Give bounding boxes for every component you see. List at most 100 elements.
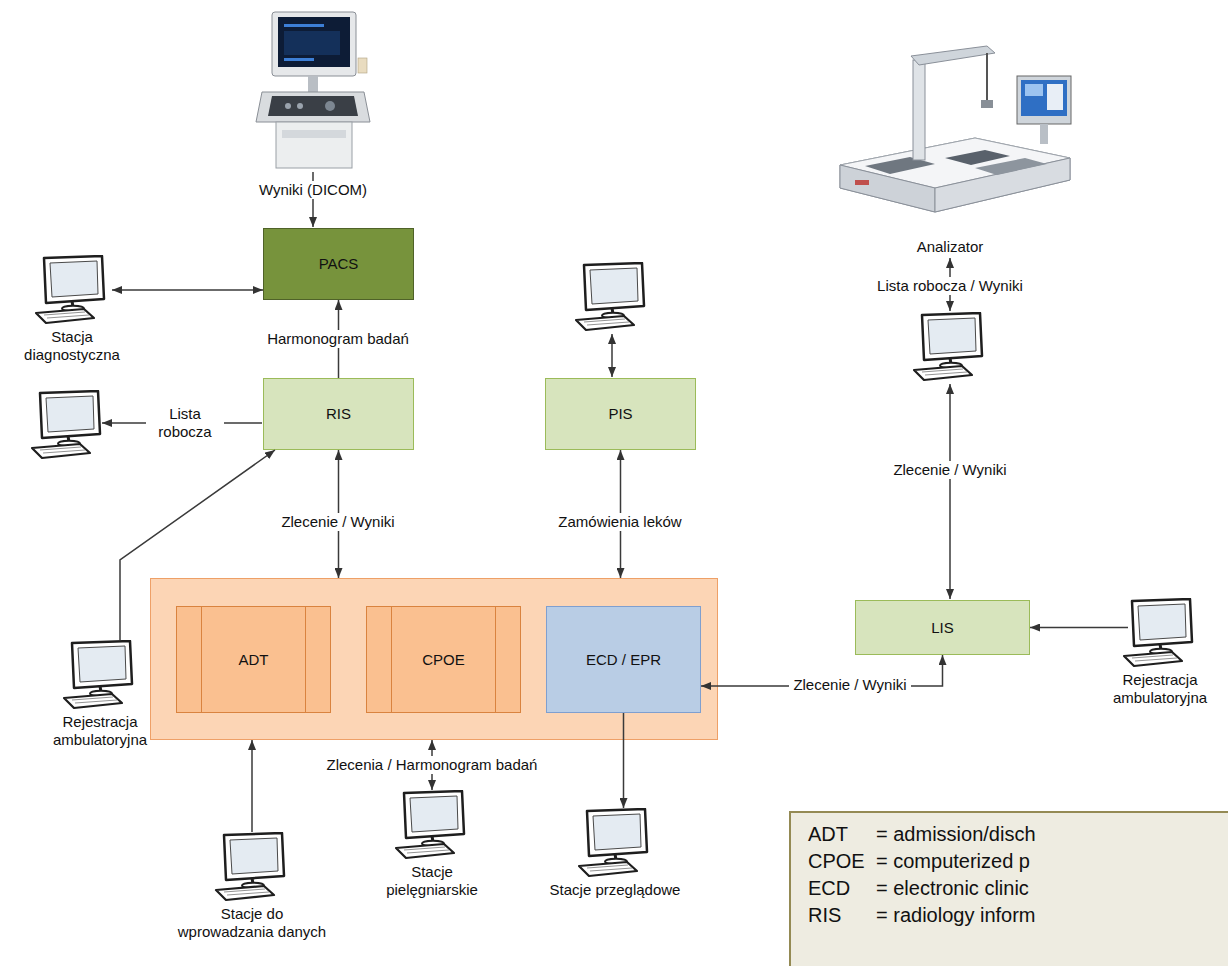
flow-label: Wyniki (DICOM) [255, 181, 371, 199]
box-label: LIS [931, 619, 954, 637]
station-caption: Rejestracja ambulatoryjna [1100, 671, 1220, 707]
station-caption: Analizator [825, 238, 1075, 256]
legend-desc: = radiology inform [876, 903, 1036, 927]
component-bar [391, 607, 392, 712]
station-caption: Stacja diagnostyczna [12, 328, 132, 364]
box-label: CPOE [422, 651, 465, 669]
workstation: Stacje przeglądowe [530, 808, 700, 899]
station-caption: Stacje przeglądowe [530, 881, 700, 899]
box-label: PIS [608, 405, 632, 423]
label-holder: = admission/disch [876, 822, 1036, 846]
computer-icon [32, 255, 112, 325]
label-holder: Zlecenie / Wyniki [789, 676, 910, 694]
computer-icon [576, 263, 644, 330]
workstation: Stacje do wprowadzania danych [172, 832, 332, 941]
label-holder: Zlecenie / Wyniki [889, 461, 1010, 479]
icon-art [396, 791, 464, 858]
icon-art [840, 46, 1071, 212]
flow-arrow [120, 450, 275, 640]
system-box: PACS [263, 228, 414, 300]
edge-label: Zamówienia leków [554, 513, 685, 531]
computer-icon [914, 313, 982, 380]
ultrasound-machine [256, 12, 370, 168]
workstation: Rejestracja ambulatoryjna [40, 640, 160, 749]
screen-bar [284, 24, 324, 27]
label-holder: = electronic clinic [876, 876, 1029, 900]
flow-arrow [623, 713, 625, 808]
module-box: CPOE [366, 606, 521, 713]
edge-label: Zlecenia / Harmonogram badań [323, 756, 542, 774]
flow-arrow [1030, 627, 1128, 629]
flow-label: Lista robocza [146, 405, 224, 441]
edge-label: Harmonogram badań [263, 330, 413, 348]
monitor-arm [308, 76, 318, 92]
station-caption: Rejestracja ambulatoryjna [40, 713, 160, 749]
icon-art [64, 641, 132, 708]
icon-art [36, 256, 104, 323]
label-holder: ECD [808, 876, 850, 900]
machine-drawer [282, 130, 346, 138]
flow-arrow [112, 289, 263, 291]
box-label: ADT [239, 651, 269, 669]
label-holder: Harmonogram badań [263, 330, 413, 348]
label-holder: ADT [808, 822, 848, 846]
edge-label: Zlecenie / Wyniki [277, 513, 398, 531]
icon-art [579, 809, 647, 876]
box-label: RIS [326, 405, 351, 423]
control-panel [268, 96, 358, 116]
screen-image [284, 31, 340, 55]
label-holder: Zlecenie / Wyniki [277, 513, 398, 531]
legend-abbr: ADT [808, 822, 848, 846]
legend-panel [790, 812, 1228, 966]
system-box: LIS [855, 600, 1030, 655]
legend-abbr: CPOE [808, 849, 865, 873]
computer-icon [575, 808, 655, 878]
station-caption: Stacje do wprowadzania danych [172, 905, 332, 941]
machine-body [276, 122, 352, 168]
control-knob [297, 103, 303, 109]
component-bar [201, 607, 202, 712]
box-label: ECD / EPR [586, 651, 661, 669]
system-box: ECD / EPR [546, 606, 701, 713]
flow-label: Zlecenie / Wyniki [889, 461, 1010, 479]
screen-bar [284, 58, 314, 61]
label-holder: Zamówienia leków [554, 513, 685, 531]
wire-group [102, 172, 950, 599]
icon-art [216, 833, 284, 900]
module-box: ADT [176, 606, 331, 713]
paper-note [358, 58, 367, 73]
station-caption: Stacje pielęgniarskie [372, 863, 492, 899]
system-box: PIS [545, 378, 696, 450]
icon-art [1124, 599, 1192, 666]
legend-desc: = computerized p [876, 849, 1030, 873]
computer-icon [1120, 598, 1200, 668]
control-knob [285, 103, 291, 109]
component-bar [495, 607, 496, 712]
monitor-frame [272, 12, 356, 76]
legend-abbr: ECD [808, 876, 850, 900]
workstation: Stacja diagnostyczna [12, 255, 132, 364]
lis-wire [949, 384, 951, 599]
label-holder: Zlecenia / Harmonogram badań [323, 756, 542, 774]
monitor-screen [278, 17, 350, 67]
edge-label: Zlecenie / Wyniki [789, 676, 910, 694]
console [256, 92, 370, 122]
label-holder: = computerized p [876, 849, 1030, 873]
system-box: RIS [263, 378, 414, 450]
label-holder: = radiology inform [876, 903, 1036, 927]
label-holder: CPOE [808, 849, 865, 873]
workstation: Stacje pielęgniarskie [372, 790, 492, 899]
computer-icon [212, 832, 292, 902]
label-holder: Lista robocza [146, 405, 224, 441]
legend-desc: = admission/disch [876, 822, 1036, 846]
computer-icon [60, 640, 140, 710]
workstation: Rejestracja ambulatoryjna [1100, 598, 1220, 707]
pis-wire [611, 334, 613, 377]
flow-label: Lista robocza / Wyniki [873, 277, 1027, 295]
label-holder: Wyniki (DICOM) [255, 181, 371, 199]
lab-analyzer: Analizator [825, 40, 1075, 256]
flow-arrow [251, 740, 253, 832]
